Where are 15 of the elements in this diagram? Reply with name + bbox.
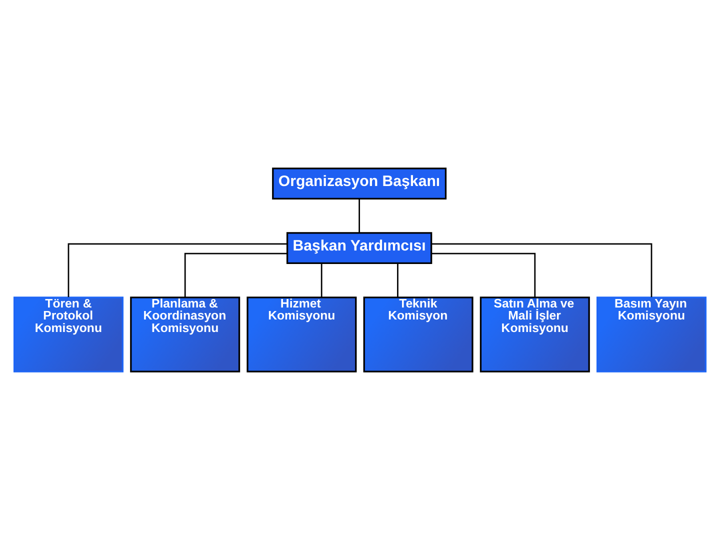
node-box: Tören & Protokol Komisyonu	[13, 296, 124, 372]
connector	[432, 252, 536, 298]
connector	[397, 264, 398, 298]
connector	[432, 243, 652, 298]
node-box: Hizmet Komisyonu	[246, 296, 357, 372]
node-box: Teknik Komisyon	[363, 296, 474, 372]
node-box: Organizasyon Başkanı	[272, 168, 447, 200]
connector	[358, 199, 360, 233]
node-box: Başkan Yardımcısı	[286, 232, 432, 264]
node-box: Planlama & Koordinasyon Komisyonu	[130, 296, 240, 372]
connector	[68, 243, 288, 298]
node-box: Satın Alma ve Mali İşler Komisyonu	[480, 296, 590, 372]
connector	[320, 264, 322, 298]
connector	[184, 252, 287, 298]
node-box: Basım Yayın Komisyonu	[596, 296, 707, 372]
